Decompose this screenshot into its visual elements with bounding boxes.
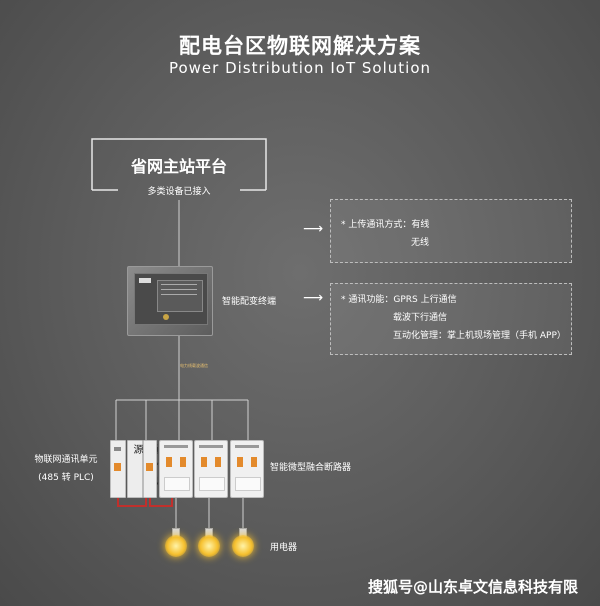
uplink-info-box: * 上传通讯方式：有线 无线 [330,199,572,263]
arrow-right-icon: ⟶ [303,290,324,306]
terminal-panel [134,273,208,325]
iot-unit-label: 物联网通讯单元 [34,455,98,465]
platform-subtitle: 多类设备已接入 [147,187,211,197]
light-bulb-icon [198,535,220,557]
appliance-label: 用电器 [270,543,298,553]
breaker-label: 智能微型融合断路器 [270,463,352,473]
small-module [143,440,157,498]
light-bulb-icon [165,535,187,557]
comm-info-box: * 通讯功能：GPRS 上行通信 载波下行通信 互动化管理：掌上机现场管理（手机… [330,283,572,355]
watermark: 搜狐号@山东卓文信息科技有限 [368,578,579,596]
arrow-right-icon: ⟶ [303,221,324,237]
iot-module [110,440,126,498]
comm-line2: 载波下行通信 [393,313,448,323]
uplink-line1: * 上传通讯方式：有线 [341,220,430,230]
circuit-breaker-icon [230,440,264,498]
comm-power-module: 通讯+电源 [127,440,157,498]
platform-title: 省网主站平台 [130,157,227,176]
light-bulb-icon [232,535,254,557]
page-subtitle: Power Distribution IoT Solution [168,59,432,77]
terminal-tag: 电力线载波通信 [180,363,208,368]
platform-frame [91,138,267,190]
terminal-label: 智能配变终端 [222,297,277,307]
circuit-breaker-icon [194,440,228,498]
page-title: 配电台区物联网解决方案 [179,34,421,58]
iot-unit-sublabel: (485 转 PLC) [38,473,94,483]
uplink-line2: 无线 [411,238,430,248]
distribution-terminal-icon [127,266,213,336]
comm-line3: 互动化管理：掌上机现场管理（手机 APP） [393,331,566,341]
comm-line1: * 通讯功能：GPRS 上行通信 [341,295,457,305]
circuit-breaker-icon [159,440,193,498]
